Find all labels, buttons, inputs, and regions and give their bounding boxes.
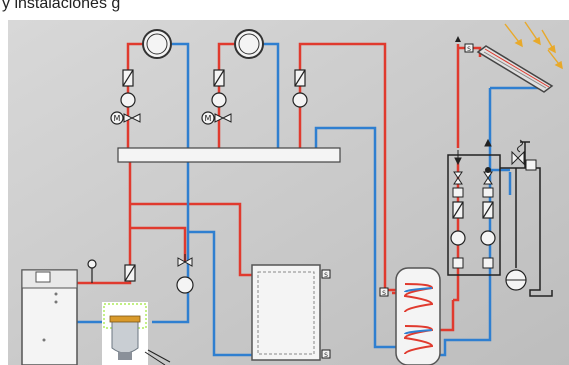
sensor-label: S [324, 352, 328, 359]
motor-valve-1: M [110, 111, 141, 125]
motor-label: M [205, 114, 212, 123]
circulation-pumps [120, 92, 496, 294]
boiler [21, 269, 78, 365]
solar-collector: S [455, 36, 554, 93]
motor-valve-2: M [201, 111, 232, 125]
sensor-label: S [467, 46, 471, 53]
radiator-2 [234, 29, 264, 59]
expansion-vessel [505, 269, 527, 291]
safety-valve [511, 139, 537, 171]
manifold-bar [117, 147, 341, 163]
magnetic-filter [102, 302, 171, 365]
hot-water-tank: S [379, 267, 441, 365]
three-way-valve [177, 254, 193, 267]
motor-label: M [114, 114, 121, 123]
page-caption: y instalaciones g [2, 0, 121, 12]
sensor-label: S [324, 272, 328, 279]
check-valves [122, 69, 494, 282]
radiator-1 [142, 29, 172, 59]
control-lines [447, 141, 553, 297]
sensor-label: S [382, 290, 386, 297]
solar-station [452, 138, 494, 269]
pressure-gauge [87, 259, 97, 283]
buffer-tank: S S [251, 264, 331, 361]
sun-rays [504, 21, 563, 70]
